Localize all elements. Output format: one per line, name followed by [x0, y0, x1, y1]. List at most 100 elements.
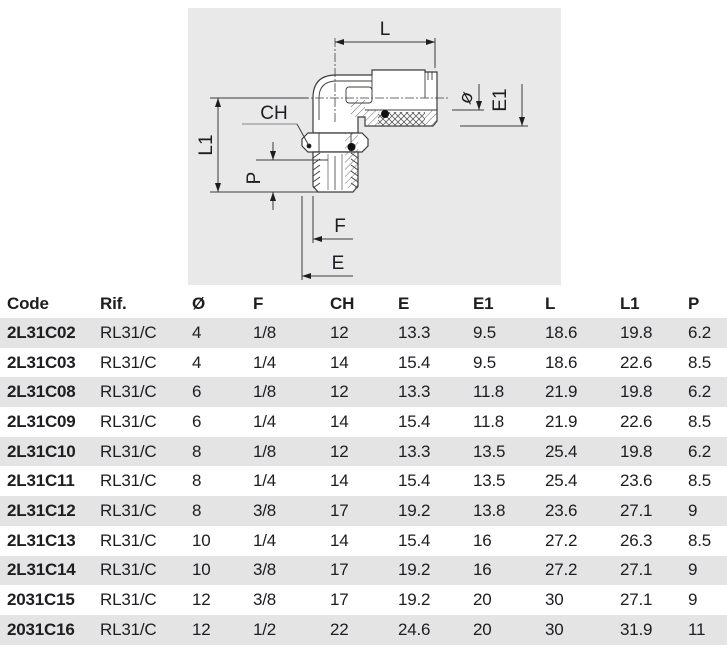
cell-p: 9 — [688, 560, 698, 580]
cell-diameter: 6 — [192, 411, 202, 431]
col-header-rif: Rif. — [93, 290, 185, 318]
elbow-fitting-drawing: L L1 P — [196, 19, 528, 280]
dim-label-E1: E1 — [490, 88, 511, 111]
cell-p: 6.2 — [688, 322, 712, 342]
table-row: 2L31C10 RL31/C 8 1/8 12 13.3 13.5 25.4 1… — [0, 436, 727, 467]
cell-p: 9 — [688, 500, 698, 520]
cell-f: 1/4 — [253, 530, 277, 550]
dim-label-E: E — [332, 253, 345, 274]
cell-diameter: 8 — [192, 471, 202, 491]
col-header-l: L — [538, 290, 613, 318]
cell-rif: RL31/C — [100, 530, 157, 550]
table-row: 2L31C11 RL31/C 8 1/4 14 15.4 13.5 25.4 2… — [0, 466, 727, 497]
cell-code: 2L31C14 — [7, 560, 76, 580]
cell-e1: 9.5 — [473, 352, 497, 372]
table-row: 2L31C09 RL31/C 6 1/4 14 15.4 11.8 21.9 2… — [0, 407, 727, 437]
cell-l: 27.2 — [545, 560, 578, 580]
table-row: 2L31C08 RL31/C 6 1/8 12 13.3 11.8 21.9 1… — [0, 377, 727, 408]
technical-drawing-panel: L L1 P — [188, 8, 561, 285]
table-row: 2L31C12 RL31/C 8 3/8 17 19.2 13.8 23.6 2… — [0, 496, 727, 526]
cell-l1: 23.6 — [620, 471, 653, 491]
cell-p: 8.5 — [688, 530, 712, 550]
cell-l1: 22.6 — [620, 352, 653, 372]
cell-rif: RL31/C — [100, 500, 157, 520]
cell-f: 1/8 — [253, 382, 277, 402]
cell-ch: 12 — [330, 382, 349, 402]
cell-l: 27.2 — [545, 530, 578, 550]
cell-p: 8.5 — [688, 411, 712, 431]
cell-l1: 27.1 — [620, 590, 653, 610]
cell-diameter: 10 — [192, 560, 211, 580]
cell-diameter: 4 — [192, 352, 202, 372]
cell-p: 11 — [688, 619, 706, 639]
cell-rif: RL31/C — [100, 560, 157, 580]
dimension-E — [301, 196, 353, 280]
table-row: 2L31C14 RL31/C 10 3/8 17 19.2 16 27.2 27… — [0, 555, 727, 586]
cell-code: 2L31C12 — [7, 500, 76, 520]
cell-l1: 19.8 — [620, 382, 653, 402]
cell-e: 15.4 — [398, 471, 431, 491]
dimension-L1 — [210, 97, 318, 193]
dim-label-F: F — [334, 216, 346, 237]
cell-l1: 19.8 — [620, 322, 653, 342]
cell-rif: RL31/C — [100, 352, 157, 372]
cell-e: 19.2 — [398, 590, 431, 610]
cell-e: 15.4 — [398, 411, 431, 431]
cell-l1: 27.1 — [620, 560, 653, 580]
dimension-L — [335, 38, 436, 68]
col-header-l1: L1 — [613, 290, 681, 318]
cell-e1: 9.5 — [473, 322, 497, 342]
parts-table-body: 2L31C02 RL31/C 4 1/8 12 13.3 9.5 18.6 19… — [0, 318, 727, 645]
cell-e: 13.3 — [398, 441, 431, 461]
cell-e: 24.6 — [398, 619, 431, 639]
cell-code: 2L31C08 — [7, 382, 76, 402]
cell-f: 1/8 — [253, 441, 277, 461]
callout-CH — [242, 123, 312, 149]
cell-ch: 14 — [330, 530, 349, 550]
col-header-code: Code — [0, 290, 93, 318]
dimension-P — [256, 142, 328, 210]
table-row: 2L31C02 RL31/C 4 1/8 12 13.3 9.5 18.6 19… — [0, 318, 727, 348]
cell-e1: 16 — [473, 560, 492, 580]
cell-e: 19.2 — [398, 560, 431, 580]
cell-l: 21.9 — [545, 411, 578, 431]
cell-code: 2031C15 — [7, 590, 75, 610]
cell-code: 2L31C02 — [7, 322, 76, 342]
col-header-ch: CH — [323, 290, 391, 318]
o-ring-seal — [381, 110, 389, 118]
cell-l1: 31.9 — [620, 619, 653, 639]
cell-e: 13.3 — [398, 382, 431, 402]
cell-code: 2L31C03 — [7, 352, 76, 372]
cell-e1: 13.5 — [473, 441, 506, 461]
cell-l: 30 — [545, 619, 564, 639]
cell-code: 2L31C10 — [7, 441, 76, 461]
cell-code: 2L31C11 — [7, 471, 75, 491]
cell-e1: 11.8 — [473, 382, 505, 402]
dim-label-CH: CH — [260, 103, 287, 124]
cell-ch: 12 — [330, 322, 349, 342]
cell-diameter: 8 — [192, 441, 202, 461]
cell-rif: RL31/C — [100, 411, 157, 431]
cell-diameter: 4 — [192, 322, 202, 342]
cell-l: 23.6 — [545, 500, 578, 520]
cell-l: 25.4 — [545, 471, 578, 491]
cell-l1: 26.3 — [620, 530, 653, 550]
cell-e1: 11.8 — [473, 411, 505, 431]
cell-e1: 16 — [473, 530, 492, 550]
cell-p: 9 — [688, 590, 698, 610]
cell-rif: RL31/C — [100, 619, 157, 639]
col-header-p: P — [681, 290, 727, 318]
cell-p: 8.5 — [688, 352, 712, 372]
cell-e1: 13.5 — [473, 471, 506, 491]
cell-l1: 22.6 — [620, 411, 653, 431]
col-header-f: F — [246, 290, 323, 318]
cell-l1: 19.8 — [620, 441, 653, 461]
cell-p: 6.2 — [688, 382, 712, 402]
cell-e1: 20 — [473, 619, 492, 639]
cell-rif: RL31/C — [100, 441, 157, 461]
table-row: 2031C16 RL31/C 12 1/2 22 24.6 20 30 31.9… — [0, 614, 727, 645]
cell-f: 1/4 — [253, 352, 277, 372]
cell-ch: 14 — [330, 411, 349, 431]
cell-code: 2L31C13 — [7, 530, 76, 550]
dimension-diameter — [452, 84, 484, 111]
